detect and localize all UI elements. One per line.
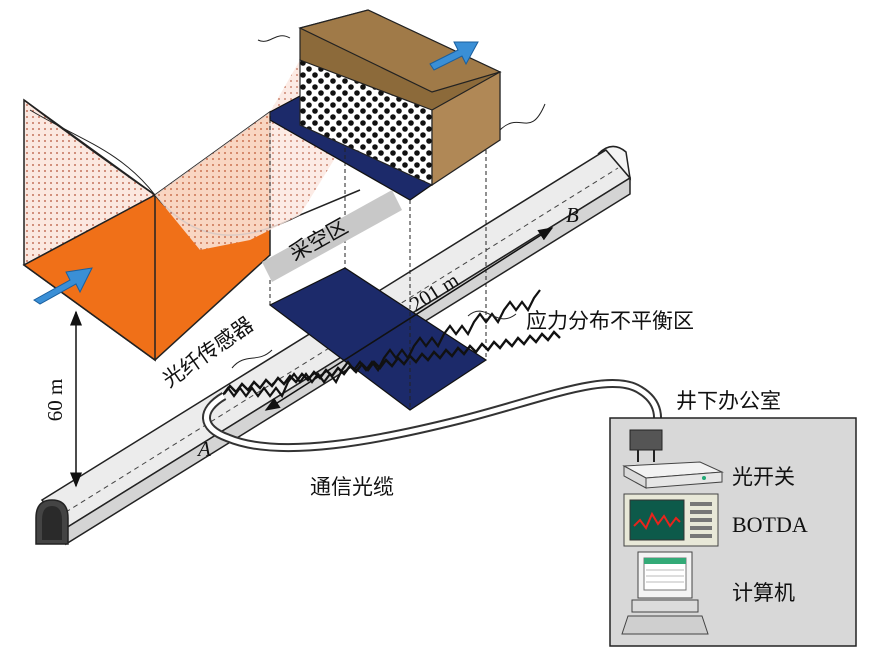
pipe-line [499,103,546,131]
botda-device-icon [623,493,719,547]
sensor-leader-line [231,349,273,369]
stress-zone-label: 应力分布不平衡区 [526,309,694,333]
coal-seam-block [22,60,361,362]
length-dimension-arrow [264,227,554,411]
computer-label: 计算机 [732,581,795,605]
cable-label: 通信光缆 [310,475,394,499]
connector-icon [629,429,663,451]
airflow-in-arrow-icon [33,267,93,305]
office-label: 井下办公室 [676,389,781,413]
point-a-label: A [196,437,211,461]
communication-cable [204,380,660,451]
airflow-out-arrow-icon [429,41,479,71]
pipe-line [257,35,291,42]
computer-icon [621,551,709,635]
point-b-label: B [566,203,579,227]
optical-switch-icon [622,461,724,489]
goaf-label: 采空区 [285,214,352,266]
botda-label: BOTDA [732,512,808,537]
optical-switch-label: 光开关 [732,465,795,489]
underground-office: 井下办公室 光开关 BOTDA [609,389,857,647]
hydraulic-support-box [298,9,502,187]
depth-label: 60 m [43,379,67,422]
stress-leader-line [467,310,517,320]
